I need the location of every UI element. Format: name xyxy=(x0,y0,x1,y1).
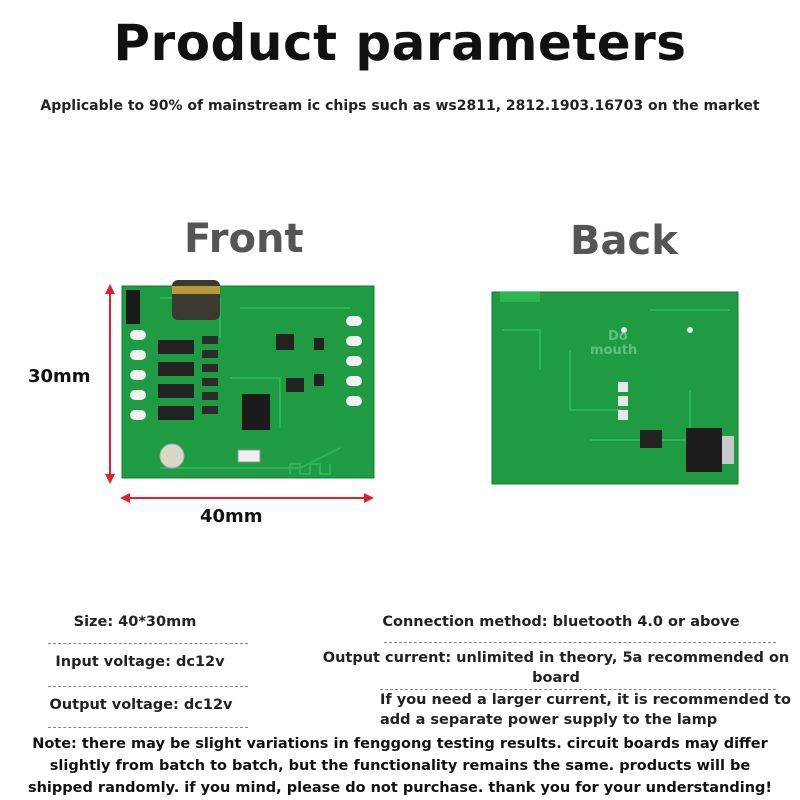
width-label: 40mm xyxy=(200,506,263,527)
divider xyxy=(380,689,776,690)
divider xyxy=(48,643,248,644)
purchase-note: Note: there may be slight variations in … xyxy=(27,736,773,796)
spec-size: Size: 40*30mm xyxy=(73,614,197,630)
front-board-image xyxy=(105,280,375,503)
back-board-image: Do mouth xyxy=(491,291,739,485)
svg-text:mouth: mouth xyxy=(590,343,637,358)
spec-input-voltage: Input voltage: dc12v xyxy=(55,654,225,670)
spec-connection: Connection method: bluetooth 4.0 or abov… xyxy=(382,614,740,630)
regulator-chip xyxy=(686,428,722,472)
page-title: Product parameters xyxy=(113,14,687,72)
main-ic-chip xyxy=(242,394,270,430)
width-dimension-arrow xyxy=(120,493,374,503)
microphone-icon xyxy=(159,443,185,469)
divider xyxy=(48,686,248,687)
page-subtitle: Applicable to 90% of mainstream ic chips… xyxy=(40,98,760,114)
spec-output-current: Output current: unlimited in theory, 5a … xyxy=(322,650,790,686)
height-label: 30mm xyxy=(28,366,91,387)
height-dimension-arrow xyxy=(105,284,115,484)
spec-output-voltage: Output voltage: dc12v xyxy=(49,697,233,713)
back-label: Back xyxy=(570,218,678,264)
spec-larger-current: If you need a larger current, it is reco… xyxy=(380,692,792,728)
front-label: Front xyxy=(184,216,304,262)
divider xyxy=(384,642,776,643)
capacitor-icon xyxy=(172,280,220,320)
divider xyxy=(48,727,248,728)
back-silk-text: Do xyxy=(608,329,628,344)
